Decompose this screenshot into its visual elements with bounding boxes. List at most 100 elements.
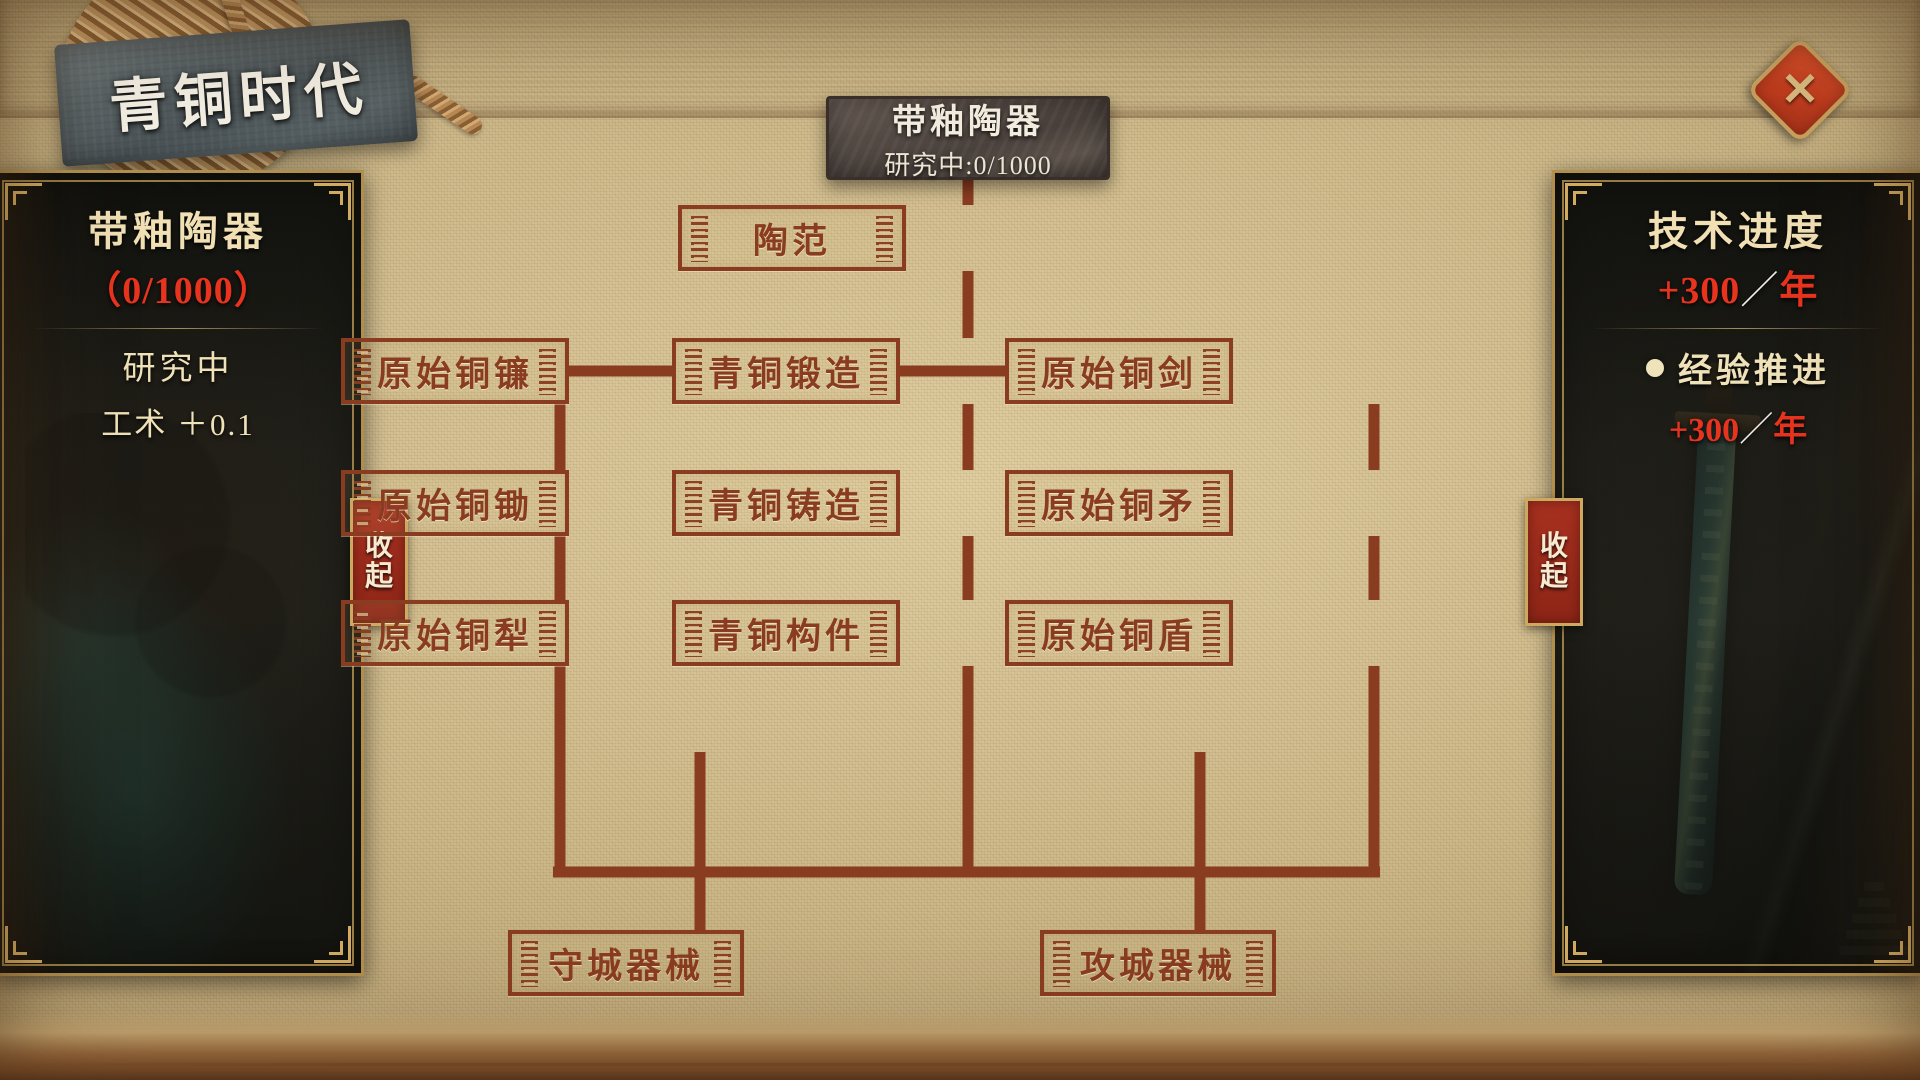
tech-node-bronze-casting[interactable]: 青铜铸造 — [672, 470, 900, 536]
tech-progress-title: 技术进度 — [1648, 209, 1828, 254]
tech-node-primitive-bronze-sword[interactable]: 原始铜剑 — [1005, 338, 1233, 404]
node-bracket-right — [728, 930, 744, 996]
close-button[interactable]: ✕ — [1746, 36, 1854, 144]
tech-node-defense-siege-machinery[interactable]: 守城器械 — [508, 930, 744, 996]
node-bracket-left — [508, 930, 524, 996]
experience-advance-rate-value: +300 — [1668, 412, 1740, 449]
experience-advance-row: 经验推进 — [1581, 343, 1895, 392]
chain-ornament-left — [354, 347, 371, 395]
tech-node-label: 青铜锻造 — [707, 354, 864, 394]
active-research-node-status: 研究中:0/1000 — [884, 151, 1052, 180]
tech-node-label: 青铜构件 — [707, 616, 864, 656]
left-panel-divider — [31, 328, 325, 329]
node-bracket-right — [553, 600, 569, 666]
node-bracket-right — [1217, 338, 1233, 404]
chain-ornament-left — [685, 609, 702, 657]
collapse-left-label-1: 收 — [364, 531, 393, 563]
tech-node-label: 守城器械 — [547, 946, 704, 986]
rate-slash: ／ — [1740, 270, 1780, 312]
node-bracket-left — [678, 205, 694, 271]
chain-ornament-left — [354, 609, 371, 657]
tech-node-label: 原始铜剑 — [1040, 354, 1197, 394]
active-research-node[interactable]: 带釉陶器 研究中:0/1000 — [826, 96, 1110, 180]
tech-node-primitive-bronze-spear[interactable]: 原始铜矛 — [1005, 470, 1233, 536]
chain-ornament-right — [714, 939, 731, 987]
left-info-panel: 带釉陶器 （0/1000） 研究中 工术 ＋0.1 查看 — [0, 170, 364, 976]
chain-ornament-right — [876, 214, 893, 262]
right-panel-scrim — [1555, 173, 1920, 973]
left-tech-effect: 工术 ＋0.1 — [101, 407, 255, 442]
tech-node-label: 原始铜镰 — [376, 354, 533, 394]
tech-node-label: 陶范 — [752, 221, 831, 261]
node-bracket-left — [341, 600, 357, 666]
node-bracket-left — [341, 470, 357, 536]
active-research-node-name: 带釉陶器 — [892, 104, 1044, 141]
node-bracket-left — [672, 470, 688, 536]
right-panel-content: 技术进度 +300／年 经验推进 +300／年 — [1555, 173, 1920, 973]
left-panel-content: 带釉陶器 （0/1000） 研究中 工术 ＋0.1 — [0, 173, 361, 973]
chain-ornament-left — [1053, 939, 1070, 987]
chain-ornament-right — [1246, 939, 1263, 987]
node-bracket-right — [553, 338, 569, 404]
left-tech-status: 研究中 — [122, 351, 234, 387]
chain-ornament-right — [539, 609, 556, 657]
chain-ornament-right — [539, 479, 556, 527]
left-tech-progress: （0/1000） — [83, 270, 273, 312]
tech-progress-rate: +300／年 — [1581, 259, 1895, 314]
tech-node-label: 原始铜锄 — [376, 486, 533, 526]
chain-ornament-left — [685, 479, 702, 527]
chain-ornament-left — [354, 479, 371, 527]
tech-node-label: 原始铜盾 — [1040, 616, 1197, 656]
chain-ornament-right — [539, 347, 556, 395]
chain-ornament-left — [1018, 609, 1035, 657]
bullet-dot-icon — [1646, 358, 1664, 377]
node-bracket-right — [553, 470, 569, 536]
chain-ornament-right — [1203, 347, 1220, 395]
tech-node-bronze-components[interactable]: 青铜构件 — [672, 600, 900, 666]
chain-ornament-left — [521, 939, 538, 987]
right-info-panel: 技术进度 +300／年 经验推进 +300／年 — [1552, 170, 1920, 976]
node-bracket-right — [884, 600, 900, 666]
node-bracket-left — [672, 338, 688, 404]
collapse-right-label-2: 起 — [1539, 561, 1568, 592]
tech-node-label: 原始铜矛 — [1040, 486, 1197, 526]
tech-progress-rate-unit: 年 — [1779, 270, 1819, 312]
left-tech-name: 带釉陶器 — [88, 209, 268, 254]
tech-node-bronze-forging[interactable]: 青铜锻造 — [672, 338, 900, 404]
node-bracket-right — [884, 470, 900, 536]
bullet-rate-slash: ／ — [1739, 412, 1774, 449]
node-bracket-right — [890, 205, 906, 271]
tech-node-primitive-bronze-shield[interactable]: 原始铜盾 — [1005, 600, 1233, 666]
chain-ornament-right — [1203, 479, 1220, 527]
node-bracket-left — [341, 338, 357, 404]
node-bracket-left — [1005, 600, 1021, 666]
tech-node-primitive-bronze-hoe[interactable]: 原始铜锄 — [341, 470, 569, 536]
left-panel-scrim — [0, 173, 361, 973]
tech-node-label: 青铜铸造 — [707, 486, 864, 526]
chain-ornament-right — [870, 347, 887, 395]
node-bracket-right — [1217, 470, 1233, 536]
bottom-rule-line — [0, 1063, 1920, 1066]
right-panel-divider — [1591, 328, 1885, 329]
node-bracket-left — [1040, 930, 1056, 996]
tech-node-siege-machinery[interactable]: 攻城器械 — [1040, 930, 1276, 996]
collapse-left-label-2: 起 — [364, 561, 393, 592]
tech-progress-rate-value: +300 — [1657, 270, 1741, 312]
experience-advance-label: 经验推进 — [1678, 353, 1830, 390]
experience-advance-rate-unit: 年 — [1773, 412, 1808, 449]
chain-ornament-left — [691, 214, 708, 262]
node-bracket-left — [672, 600, 688, 666]
chain-ornament-right — [870, 609, 887, 657]
node-bracket-right — [1260, 930, 1276, 996]
tech-node-primitive-bronze-sickle[interactable]: 原始铜镰 — [341, 338, 569, 404]
tech-node-primitive-bronze-plow[interactable]: 原始铜犁 — [341, 600, 569, 666]
chain-ornament-right — [870, 479, 887, 527]
tech-node-label: 原始铜犁 — [376, 616, 533, 656]
bottom-leather-band — [0, 1010, 1920, 1080]
experience-advance-rate: +300／年 — [1581, 402, 1895, 451]
tech-node-taofan[interactable]: 陶范 — [678, 205, 906, 271]
collapse-right-panel-button[interactable]: 收 起 — [1525, 498, 1583, 626]
